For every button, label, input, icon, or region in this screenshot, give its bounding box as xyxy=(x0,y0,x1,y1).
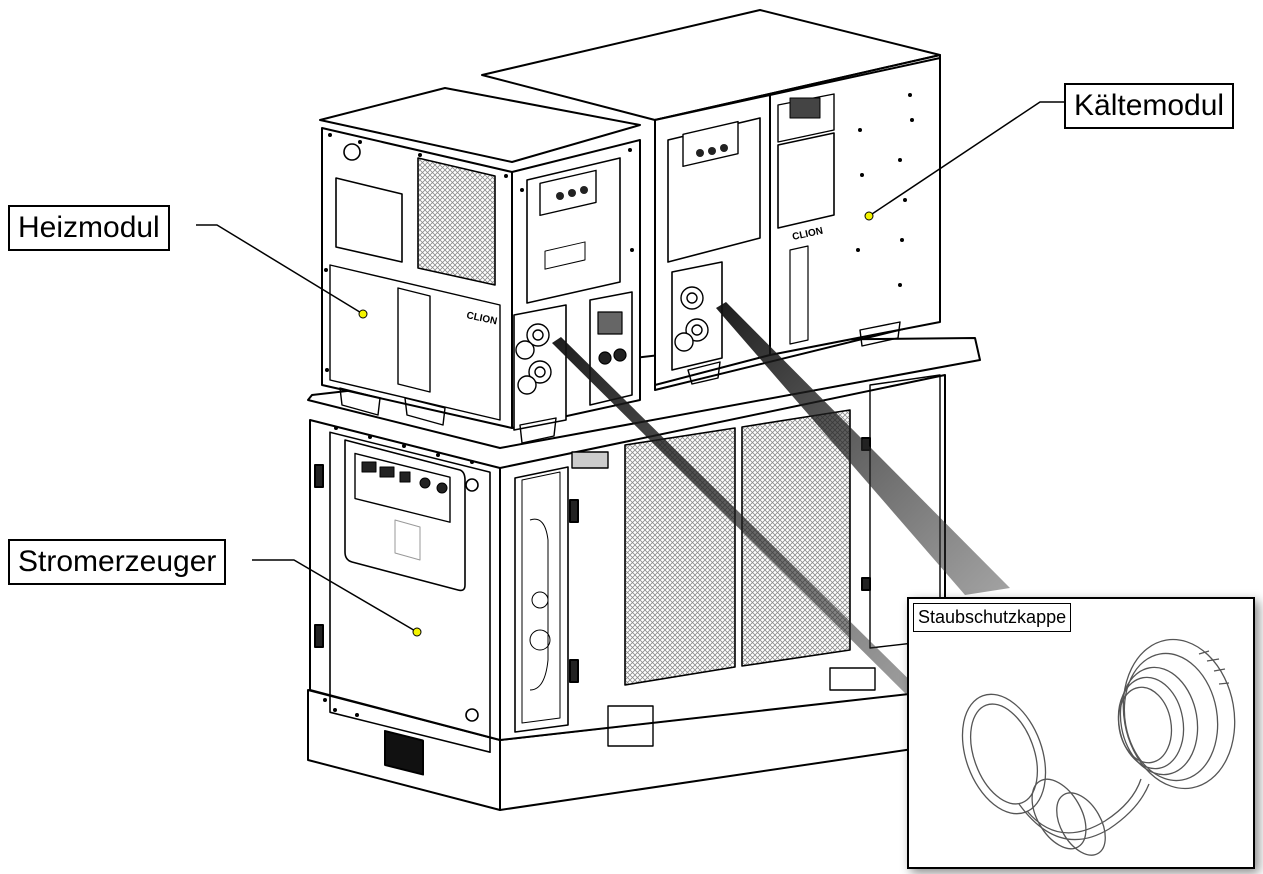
hinge xyxy=(314,624,324,648)
detail-beam-heiz xyxy=(552,337,935,705)
stromerzeuger-unit xyxy=(307,337,981,811)
leader-markers xyxy=(358,211,874,637)
control-panel xyxy=(354,452,451,523)
leader-lines xyxy=(196,101,1064,633)
generator-door xyxy=(329,431,491,753)
kaeltemodul-side-face xyxy=(769,57,941,356)
detail-beams xyxy=(552,302,1010,705)
leader-kaeltemodul xyxy=(868,101,1064,217)
label-kaeltemodul: Kältemodul xyxy=(1064,83,1235,129)
label-stromerzeuger: Stromerzeuger xyxy=(8,539,227,585)
label-staubschutzkappe: Staubschutzkappe xyxy=(913,603,1072,632)
marker-stromerzeuger xyxy=(412,627,422,637)
marker-kaeltemodul xyxy=(864,211,874,221)
heizmodul-top xyxy=(319,87,641,163)
detail-inset: Staubschutzkappe xyxy=(907,597,1255,869)
kaeltemodul-unit: CLION xyxy=(481,9,941,391)
detail-beam-kaelte xyxy=(716,302,1010,595)
kaeltemodul-connectors xyxy=(674,286,709,352)
heizmodul-controller xyxy=(539,169,597,217)
heizmodul-connectors xyxy=(515,323,552,395)
heizmodul-unit: CLION xyxy=(319,87,641,444)
hinge xyxy=(314,464,324,488)
service-door xyxy=(514,466,569,733)
label-heizmodul: Heizmodul xyxy=(8,205,170,251)
leader-heizmodul xyxy=(196,224,364,315)
marker-heizmodul xyxy=(358,309,368,319)
dust-cap-drawing xyxy=(961,638,1236,856)
leader-stromerzeuger xyxy=(252,559,418,633)
heizmodul-grille xyxy=(417,157,496,286)
warning-sticker xyxy=(384,729,424,776)
